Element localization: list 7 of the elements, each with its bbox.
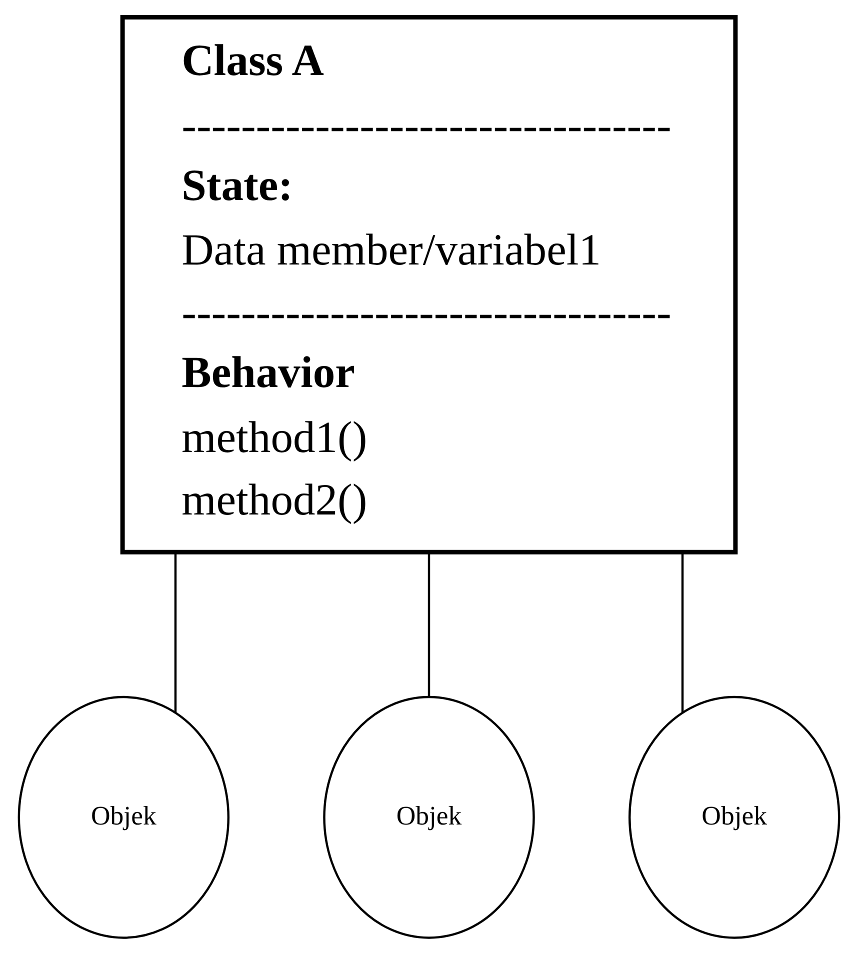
node-ellipse: Objek bbox=[628, 696, 840, 939]
connector bbox=[681, 552, 684, 712]
node-ellipse: Objek bbox=[18, 696, 230, 939]
connector bbox=[174, 552, 177, 712]
connector bbox=[428, 552, 430, 697]
node-ellipse: Objek bbox=[323, 696, 535, 939]
node-box: Class A --------------------------------- State: Data member/variabel1 --------------------------------- Behavior method1() method2() bbox=[120, 15, 738, 554]
